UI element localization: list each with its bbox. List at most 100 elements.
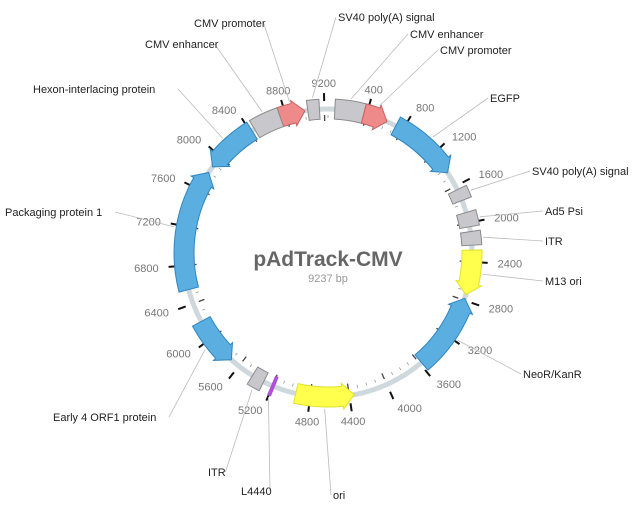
minor-tick	[365, 382, 368, 386]
leader-line	[379, 49, 439, 107]
minor-tick	[292, 383, 294, 387]
feature-l4440[interactable]	[267, 375, 279, 397]
minor-tick	[399, 367, 402, 371]
label-neor-kanr[interactable]: NeoR/KanR	[523, 369, 582, 381]
minor-tick	[202, 308, 206, 311]
label-itr-left[interactable]: ITR	[208, 467, 226, 479]
feature-itr-left[interactable]	[246, 366, 269, 392]
tick-label-1600: 1600	[479, 169, 503, 181]
tick-label-4800: 4800	[295, 417, 319, 429]
outer-tick	[228, 371, 235, 380]
feature-sv40-polya-signal-top[interactable]	[305, 98, 321, 121]
label-early-4-orf1-protein[interactable]: Early 4 ORF1 protein	[53, 412, 156, 424]
leader-line	[479, 210, 544, 218]
feature-cmv-promoter-1[interactable]	[276, 99, 306, 128]
label-cmv-enhancer-1[interactable]: CMV enhancer	[145, 39, 219, 51]
minor-tick	[283, 380, 285, 384]
minor-tick	[389, 130, 392, 134]
label-packaging-protein-1[interactable]: Packaging protein 1	[5, 207, 102, 219]
label-l4440[interactable]: L4440	[241, 486, 272, 498]
tick-label-6400: 6400	[144, 308, 168, 320]
leader-line	[168, 349, 206, 418]
tick-label-1200: 1200	[452, 132, 476, 144]
minor-tick	[381, 126, 384, 130]
minor-tick	[235, 352, 238, 356]
outer-tick	[177, 305, 187, 311]
feature-egfp[interactable]	[390, 116, 452, 174]
tick-label-2000: 2000	[494, 213, 518, 225]
leader-line	[312, 16, 337, 98]
tick-label-4000: 4000	[397, 403, 421, 415]
leader-line	[457, 339, 522, 375]
leader-line	[432, 97, 489, 138]
minor-tick	[218, 167, 222, 171]
leader-line	[214, 43, 263, 112]
leader-line	[263, 22, 290, 102]
label-sv40-polya-signal-right[interactable]: SV40 poly(A) signal	[532, 166, 629, 178]
label-cmv-promoter-2[interactable]: CMV promoter	[440, 45, 512, 57]
minor-tick	[195, 291, 199, 293]
label-m13-ori[interactable]: M13 ori	[545, 276, 582, 288]
tick-label-3200: 3200	[468, 345, 492, 357]
leader-line	[177, 88, 223, 139]
feature-neor-kanr[interactable]	[414, 297, 474, 371]
label-ori-left[interactable]: ori	[333, 490, 345, 502]
feature-cmv-enhancer-2[interactable]	[333, 98, 367, 124]
major-tick	[444, 188, 451, 193]
tick-label-6800: 6800	[134, 263, 158, 275]
minor-tick	[213, 175, 217, 178]
label-egfp[interactable]: EGFP	[490, 93, 520, 105]
tick-label-2400: 2400	[498, 258, 522, 270]
tick-label-7600: 7600	[151, 173, 175, 185]
feature-cmv-enhancer-1[interactable]	[248, 107, 285, 139]
leader-line	[470, 170, 531, 191]
minor-tick	[454, 205, 458, 208]
leader-line	[267, 397, 271, 492]
minor-tick	[437, 172, 441, 176]
feature-cmv-promoter-2[interactable]	[360, 103, 388, 131]
minor-tick	[356, 384, 359, 388]
feature-hexon-interlacing-protein[interactable]	[209, 121, 258, 168]
minor-tick	[406, 362, 410, 366]
feature-packaging-protein-1[interactable]	[173, 171, 215, 293]
tick-label-7200: 7200	[136, 217, 160, 229]
tick-label-2800: 2800	[489, 304, 513, 316]
tick-label-8800: 8800	[266, 85, 290, 97]
label-itr-right[interactable]: ITR	[545, 236, 563, 248]
label-sv40-polya-signal-top[interactable]: SV40 poly(A) signal	[338, 12, 435, 24]
plasmid-name: pAdTrack-CMV	[253, 248, 402, 271]
outer-tick	[424, 369, 431, 377]
tick-label-800: 800	[416, 103, 434, 115]
feature-sv40-polya-signal-right[interactable]	[447, 184, 473, 205]
leader-line	[225, 389, 253, 473]
minor-tick	[391, 372, 394, 376]
label-ad5-psi[interactable]: Ad5 Psi	[545, 206, 583, 218]
leader-line	[483, 236, 544, 242]
outer-tick	[389, 391, 395, 400]
tick-label-5200: 5200	[238, 405, 262, 417]
major-tick	[198, 298, 205, 303]
major-tick	[242, 356, 247, 362]
label-cmv-promoter-1[interactable]: CMV promoter	[194, 18, 266, 30]
major-tick	[411, 354, 417, 360]
label-hexon-interlacing-protein[interactable]: Hexon-interlacing protein	[33, 84, 155, 96]
feature-ori-left[interactable]	[292, 382, 355, 411]
feature-early-4-orf1-protein[interactable]	[191, 315, 234, 361]
minor-tick	[249, 364, 253, 368]
minor-tick	[374, 379, 376, 383]
tick-label-4400: 4400	[341, 416, 365, 428]
major-tick	[346, 383, 350, 390]
feature-m13-ori[interactable]	[454, 249, 483, 296]
feature-itr-right[interactable]	[459, 229, 483, 247]
outer-tick	[462, 177, 471, 184]
tick-label-8000: 8000	[177, 135, 201, 147]
feature-ad5-psi[interactable]	[455, 209, 481, 230]
major-tick	[452, 295, 459, 299]
leader-line	[324, 408, 332, 496]
plasmid-length: 9237 bp	[308, 273, 348, 285]
outer-tick	[349, 403, 353, 412]
tick-label-3600: 3600	[437, 379, 461, 391]
leader-line	[115, 211, 175, 228]
label-cmv-enhancer-2[interactable]: CMV enhancer	[410, 29, 484, 41]
